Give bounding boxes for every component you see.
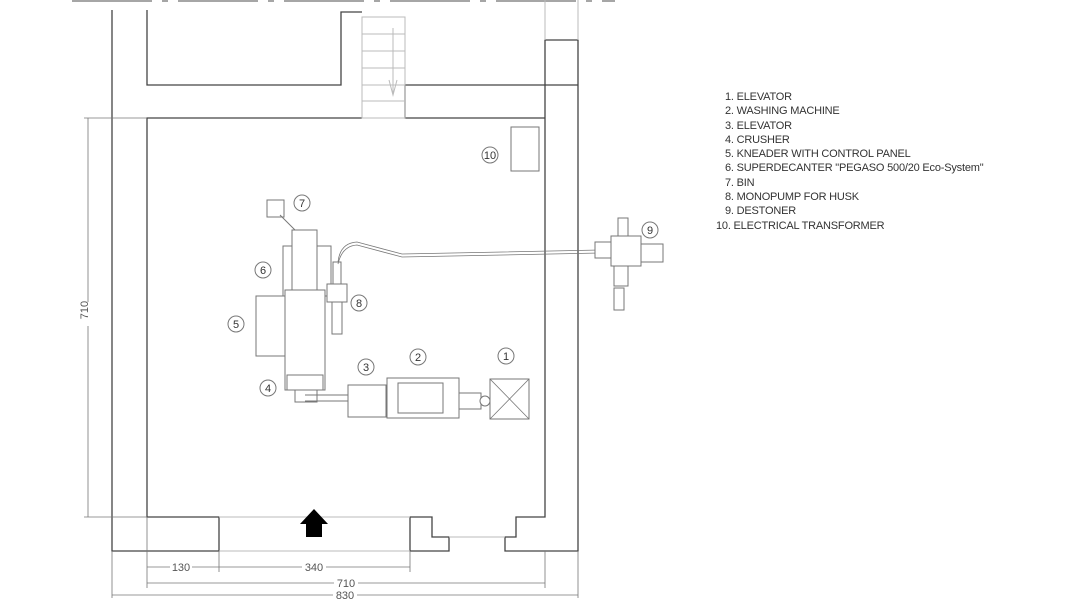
legend-item: 6. SUPERDECANTER "PEGASO 500/20 Eco-Syst…: [725, 162, 984, 175]
svg-text:1: 1: [503, 351, 509, 363]
svg-text:10: 10: [484, 150, 496, 162]
svg-text:4: 4: [265, 383, 271, 395]
svg-text:6: 6: [260, 265, 266, 277]
marker-2: 2: [409, 348, 427, 366]
staircase: [361, 16, 406, 119]
marker-8: 8: [350, 294, 368, 312]
equipment-markers: 1 2 3 4 5 6 7 8 9 10: [227, 146, 659, 397]
dimension-710-depth: 710: [79, 301, 91, 319]
dimension-710-width: 710: [337, 578, 355, 590]
marker-9: 9: [641, 221, 659, 239]
marker-3: 3: [357, 358, 375, 376]
legend-item: 1. ELEVATOR: [725, 91, 792, 103]
marker-7: 7: [293, 194, 311, 212]
dimension-340: 340: [305, 562, 323, 574]
svg-text:9: 9: [647, 225, 653, 237]
legend-item: 3. ELEVATOR: [725, 119, 792, 132]
svg-text:8: 8: [356, 298, 362, 310]
legend-item: 2. WASHING MACHINE: [725, 105, 840, 118]
transformer-box: [510, 126, 540, 172]
legend-item: 9. DESTONER: [725, 205, 796, 218]
dimension-830: 830: [336, 590, 354, 600]
svg-text:7: 7: [299, 198, 305, 210]
legend-item: 5. KNEADER WITH CONTROL PANEL: [725, 148, 911, 161]
entrance-arrow-icon: [300, 509, 328, 537]
walls: [111, 0, 579, 552]
marker-5: 5: [227, 315, 245, 333]
legend-item: 10. ELECTRICAL TRANSFORMER: [716, 219, 885, 232]
svg-text:2: 2: [415, 352, 421, 364]
dimension-130: 130: [172, 562, 190, 574]
legend-item: 7. BIN: [725, 176, 755, 189]
marker-4: 4: [259, 379, 277, 397]
equipment: [255, 126, 664, 420]
legend-item: 8. MONOPUMP FOR HUSK: [725, 191, 859, 204]
marker-10: 10: [481, 146, 499, 164]
marker-1: 1: [497, 347, 515, 365]
equipment-legend: 1. ELEVATOR 2. WASHING MACHINE 3. ELEVAT…: [716, 90, 984, 233]
marker-6: 6: [254, 261, 272, 279]
svg-text:5: 5: [233, 319, 239, 331]
svg-text:3: 3: [363, 362, 369, 374]
legend-item: 4. CRUSHER: [725, 133, 790, 146]
